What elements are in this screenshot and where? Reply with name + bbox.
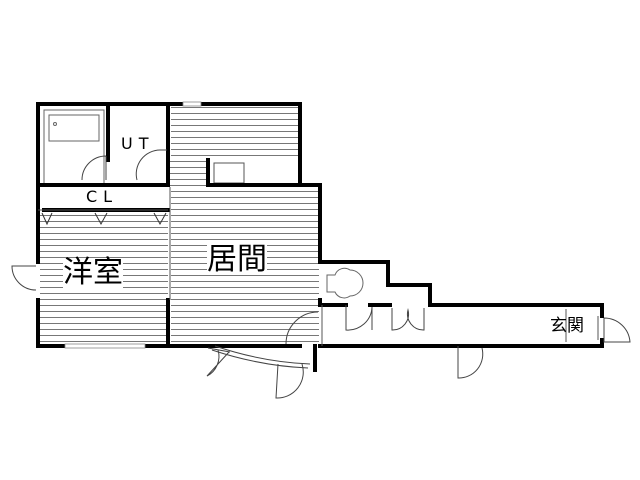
sink bbox=[213, 162, 245, 184]
walls bbox=[36, 102, 604, 372]
room-label-closet: CL bbox=[86, 187, 119, 206]
door-swings bbox=[11, 149, 631, 399]
room-label-living: 居間 bbox=[207, 242, 267, 277]
toilet-icon bbox=[326, 267, 364, 299]
room-label-western: 洋室 bbox=[63, 255, 123, 290]
room-label-utility: UT bbox=[121, 134, 155, 153]
room-label-entrance: 玄関 bbox=[550, 316, 584, 336]
closet-doors bbox=[41, 212, 167, 226]
